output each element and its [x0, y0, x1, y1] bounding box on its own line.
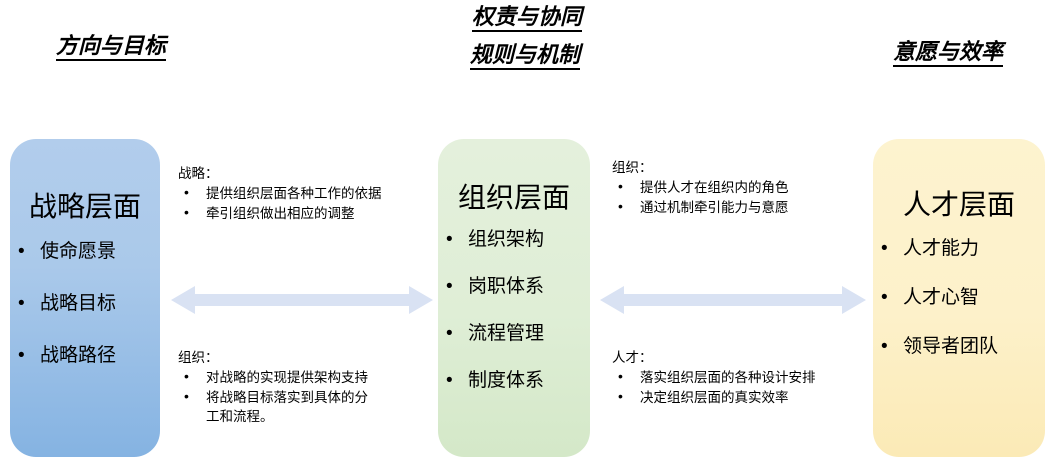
note-title: 人才： [612, 350, 653, 365]
note-title: 组织： [178, 350, 219, 365]
bidirectional-arrow-icon-strategy-organization [171, 283, 433, 317]
section-header-authority-and-collaboration: 权责与协同 [472, 4, 583, 33]
note-talent-to-organization: 人才： 落实组织层面的各种设计安排 决定组织层面的真实效率 [612, 348, 887, 408]
pillar-item-list-talent: 人才能力 人才心智 领导者团队 [873, 239, 1045, 356]
pillar-box-organization: 组织层面 组织架构 岗职体系 流程管理 制度体系 [438, 139, 590, 457]
note-item-list: 提供组织层面各种工作的依据 牵引组织做出相应的调整 [178, 183, 438, 223]
section-header-rules-and-mechanisms: 规则与机制 [470, 42, 581, 71]
section-header-direction-and-goals: 方向与目标 [56, 33, 167, 62]
pillar-item-list-organization: 组织架构 岗职体系 流程管理 制度体系 [438, 230, 590, 390]
note-line: 对战略的实现提供架构支持 [206, 370, 368, 386]
list-item: 岗职体系 [438, 277, 590, 296]
list-item: 流程管理 [438, 324, 590, 343]
list-item: 制度体系 [438, 371, 590, 390]
pillar-item-list-strategy: 使命愿景 战略目标 战略路径 [10, 242, 160, 365]
list-item: 人才心智 [873, 288, 1045, 307]
note-organization-to-talent: 组织： 提供人才在组织内的角色 通过机制牵引能力与意愿 [612, 158, 880, 218]
note-line: 落实组织层面的各种设计安排 [640, 370, 816, 386]
list-item: 决定组织层面的真实效率 [612, 387, 887, 407]
pillar-title-organization: 组织层面 [457, 182, 570, 213]
list-item: 对战略的实现提供架构支持 [178, 367, 428, 387]
note-item-list: 对战略的实现提供架构支持 将战略目标落实到具体的分 工和流程。 [178, 367, 428, 426]
note-strategy-to-organization: 战略： 提供组织层面各种工作的依据 牵引组织做出相应的调整 [178, 164, 438, 224]
pillar-box-strategy: 战略层面 使命愿景 战略目标 战略路径 [10, 139, 160, 457]
list-item: 提供人才在组织内的角色 [612, 177, 880, 197]
list-item: 牵引组织做出相应的调整 [178, 203, 438, 223]
note-line: 决定组织层面的真实效率 [640, 390, 789, 406]
list-item: 使命愿景 [10, 242, 160, 261]
note-organization-to-strategy: 组织： 对战略的实现提供架构支持 将战略目标落实到具体的分 工和流程。 [178, 348, 428, 428]
note-line-wrap: 工和流程。 [206, 409, 274, 425]
pillar-title-talent: 人才层面 [902, 189, 1015, 220]
list-item: 将战略目标落实到具体的分 工和流程。 [178, 387, 428, 426]
list-item: 领导者团队 [873, 337, 1045, 356]
list-item: 战略路径 [10, 346, 160, 365]
note-title: 战略： [178, 166, 219, 181]
section-header-willingness-and-efficiency: 意愿与效率 [893, 39, 1004, 68]
bidirectional-arrow-icon-organization-talent [600, 283, 866, 317]
note-line: 牵引组织做出相应的调整 [206, 206, 355, 222]
note-item-list: 落实组织层面的各种设计安排 决定组织层面的真实效率 [612, 367, 887, 407]
list-item: 人才能力 [873, 239, 1045, 258]
note-title: 组织： [612, 160, 653, 175]
note-line: 将战略目标落实到具体的分 [206, 390, 368, 406]
pillar-box-talent: 人才层面 人才能力 人才心智 领导者团队 [873, 139, 1045, 457]
note-line: 通过机制牵引能力与意愿 [640, 200, 789, 216]
list-item: 战略目标 [10, 294, 160, 313]
note-line: 提供人才在组织内的角色 [640, 180, 789, 196]
pillar-title-strategy: 战略层面 [28, 191, 141, 222]
list-item: 通过机制牵引能力与意愿 [612, 197, 880, 217]
list-item: 落实组织层面的各种设计安排 [612, 367, 887, 387]
note-line: 提供组织层面各种工作的依据 [206, 186, 382, 202]
list-item: 提供组织层面各种工作的依据 [178, 183, 438, 203]
note-item-list: 提供人才在组织内的角色 通过机制牵引能力与意愿 [612, 177, 880, 217]
list-item: 组织架构 [438, 230, 590, 249]
